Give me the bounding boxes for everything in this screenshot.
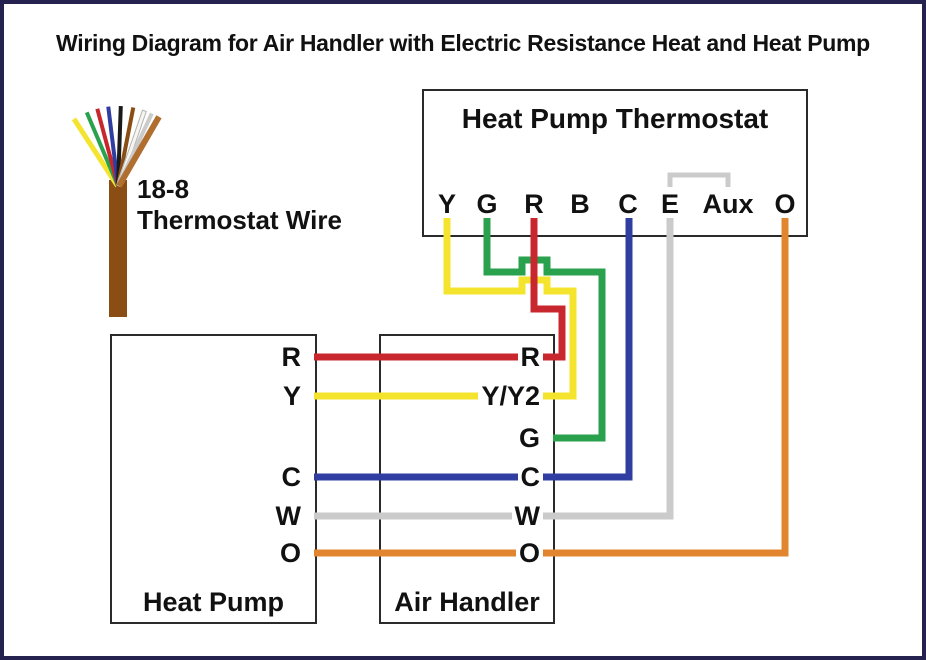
wire-red-r [530,218,566,361]
air-handler-terminal-w: W [511,501,543,531]
wire-green-g [483,218,606,442]
heat-pump-terminal-r: R [278,342,304,372]
thermostat-cable [109,180,127,317]
thermostat-title: Heat Pump Thermostat [461,103,769,134]
wire-yellow-y [443,218,577,400]
heat-pump-terminal-y: Y [279,381,304,411]
thermostat-terminal-c: C [618,189,638,219]
air-handler-terminal-c: C [517,462,543,492]
heat-pump-terminal-o: O [276,538,304,568]
air-handler-title: Air Handler [394,587,540,617]
air-handler-terminal-o: O [515,538,543,568]
wires-layer [314,172,789,557]
air-handler-terminal-g: G [515,423,543,453]
heat-pump-title: Heat Pump [142,587,285,617]
air-handler-terminal-r: R [517,342,543,372]
cable-label: 18-8 Thermostat Wire [137,174,342,236]
jumper-e-aux-wire [667,172,731,187]
thermostat-terminal-r: R [524,189,544,219]
thermostat-terminal-b: B [570,189,590,219]
heat-pump-terminal-c: C [278,462,304,492]
wire-orange-o [314,218,789,557]
diagram-title: Wiring Diagram for Air Handler with Elec… [56,30,870,56]
thermostat-terminal-g: G [476,189,498,219]
thermostat-box [422,89,808,237]
cable-label-line2: Thermostat Wire [137,205,342,235]
heat-pump-terminal-w: W [272,501,304,531]
thermostat-terminal-aux: Aux [702,189,754,219]
cable-label-line1: 18-8 [137,174,190,204]
wire-gray-e-to-w [314,218,674,520]
thermostat-terminal-y: Y [437,189,457,219]
thermostat-terminal-e: E [660,189,680,219]
wire-blue-c [314,218,633,481]
thermostat-terminal-o: O [774,189,796,219]
air-handler-terminal-y2: Y/Y2 [478,381,543,411]
